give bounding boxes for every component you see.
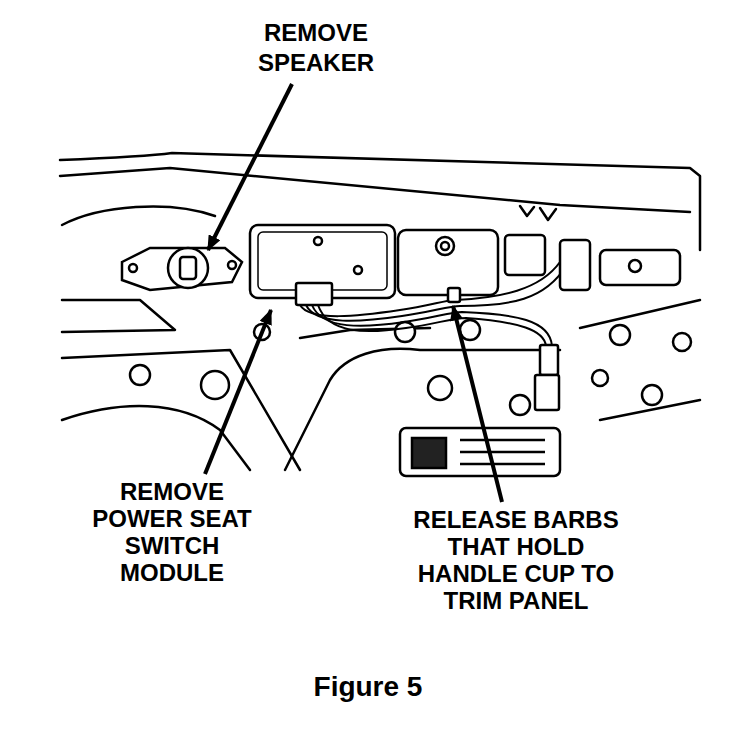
callout-label: REMOVE SPEAKER xyxy=(258,18,374,78)
panel-hole xyxy=(610,325,630,345)
panel-hole xyxy=(642,385,662,405)
panel-contour xyxy=(62,206,215,225)
lower-box-ribs xyxy=(460,440,545,464)
panel-contour xyxy=(62,300,175,332)
leader-line xyxy=(205,310,271,474)
panel-frame xyxy=(62,406,250,470)
latch-pivot xyxy=(629,260,641,272)
wire-connector xyxy=(535,375,559,410)
speaker-screw-hole xyxy=(228,261,236,269)
wire-connectors xyxy=(535,345,559,410)
panel-hole xyxy=(510,395,530,415)
speaker-body xyxy=(168,248,208,288)
speaker xyxy=(122,248,242,290)
door-latch xyxy=(505,235,680,290)
switch-module-connector xyxy=(296,283,332,305)
latch-part xyxy=(600,250,680,285)
panel-holes xyxy=(130,320,691,415)
panel-frame xyxy=(580,300,700,328)
latch-part xyxy=(560,240,590,290)
leader-line xyxy=(208,84,292,250)
callout-label: RELEASE BARBS THAT HOLD HANDLE CUP TO TR… xyxy=(413,506,618,614)
switch-module-inner xyxy=(258,232,387,290)
handle-cup-fastener xyxy=(436,237,454,255)
handle-cup-fastener xyxy=(441,242,449,250)
panel-notch xyxy=(520,206,556,220)
panel-hole xyxy=(395,322,415,342)
speaker-screw-hole xyxy=(129,264,137,272)
wire-connector xyxy=(540,345,558,375)
lower-box-outline xyxy=(400,428,560,476)
panel-hole xyxy=(673,333,691,351)
panel-hole xyxy=(460,320,480,340)
leader-lines xyxy=(205,84,502,502)
handle-cup-barb xyxy=(448,288,460,302)
switch-module-hole xyxy=(314,237,322,245)
callout-label: REMOVE POWER SEAT SWITCH MODULE xyxy=(92,478,252,586)
switch-module xyxy=(250,225,395,305)
speaker-center xyxy=(180,257,196,279)
panel-hole xyxy=(130,365,150,385)
wire xyxy=(318,305,546,346)
panel-hole xyxy=(428,376,452,400)
lower-box xyxy=(400,428,560,476)
lower-box-grille xyxy=(412,438,446,468)
panel-hole xyxy=(201,371,229,399)
wire xyxy=(312,305,552,346)
panel-frame xyxy=(285,349,560,470)
trim-panel xyxy=(60,153,700,470)
panel-hole xyxy=(592,370,608,386)
handle-cup xyxy=(398,230,498,302)
handle-cup-body xyxy=(398,230,498,295)
speaker-flange xyxy=(122,248,242,290)
leader-line xyxy=(453,306,502,502)
switch-module-hole xyxy=(354,266,362,274)
figure-caption: Figure 5 xyxy=(314,670,423,704)
panel-frame xyxy=(62,350,300,470)
latch-part xyxy=(505,235,545,275)
